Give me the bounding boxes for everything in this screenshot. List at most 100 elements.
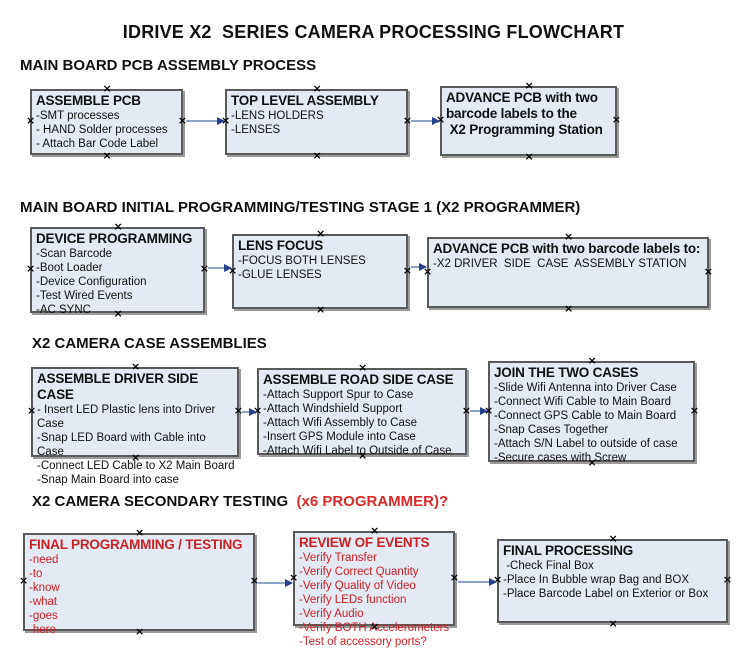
arrowhead-icon <box>432 117 440 125</box>
box-item: -Connect Wifi Cable to Main Board <box>494 396 672 408</box>
process-box-device-programming: × × × × DEVICE PROGRAMMING -Scan Barcode… <box>26 221 209 319</box>
box-item: - Attach Bar Code Label <box>36 138 159 150</box>
box-item: -Verify LEDs function <box>299 594 407 606</box>
arrow-line <box>411 120 432 122</box>
connection-anchor-icon: × <box>689 403 699 417</box>
connection-anchor-icon: × <box>26 114 36 127</box>
connection-anchor-icon: × <box>199 262 209 275</box>
arrow-line <box>458 581 489 583</box>
connection-anchor-icon: × <box>423 264 433 278</box>
box-item: -know <box>29 582 60 594</box>
box-item: -Attach Wifi Assembly to Case <box>263 417 418 429</box>
connection-anchor-icon: × <box>131 360 141 373</box>
connection-anchor-icon: × <box>461 403 471 417</box>
arrow-line <box>186 120 217 122</box>
connector-arrow <box>186 116 225 126</box>
connector-arrow <box>411 262 427 272</box>
box-title: DEVICE PROGRAMMING <box>36 231 193 246</box>
box-item: -Verify Audio <box>299 608 364 620</box>
section-heading-black-part: X2 CAMERA SECONDARY TESTING <box>32 493 293 510</box>
box-item: -GLUE LENSES <box>238 269 322 281</box>
box-item: - HAND Solder processes <box>36 124 168 136</box>
connection-anchor-icon: × <box>316 303 326 316</box>
connection-anchor-icon: × <box>402 114 412 127</box>
connection-anchor-icon: × <box>228 263 238 277</box>
connection-anchor-icon: × <box>722 573 732 586</box>
box-item: -need <box>29 554 59 566</box>
box-item: -to <box>29 568 43 580</box>
connection-anchor-icon: × <box>493 573 503 586</box>
box-item: -SMT processes <box>36 110 120 122</box>
box-item: -what <box>29 596 58 608</box>
connection-anchor-icon: × <box>312 82 322 95</box>
connector-arrow <box>470 406 488 416</box>
box-item: -Verify Correct Quantity <box>299 566 419 578</box>
arrow-line <box>242 411 249 413</box>
process-box-top-level-assembly: × × × × TOP LEVEL ASSEMBLY -LENS HOLDERS… <box>221 83 412 161</box>
box-title: FINAL PROGRAMMING / TESTING <box>29 537 243 552</box>
connection-anchor-icon: × <box>358 361 368 374</box>
connection-anchor-icon: × <box>370 524 380 537</box>
connection-anchor-icon: × <box>587 354 597 367</box>
process-box-advance-pcb-to-programming-station: × × × × ADVANCE PCB with two barcode lab… <box>436 80 621 162</box>
box-item: -Attach Support Spur to Case <box>263 389 414 401</box>
connection-anchor-icon: × <box>703 264 713 278</box>
connector-arrow <box>458 577 497 587</box>
connection-anchor-icon: × <box>233 404 243 417</box>
arrowhead-icon <box>249 408 257 416</box>
section-heading-secondary-testing: X2 CAMERA SECONDARY TESTING (x6 PROGRAMM… <box>32 493 448 510</box>
connection-anchor-icon: × <box>135 526 145 539</box>
connection-anchor-icon: × <box>221 114 231 127</box>
process-box-assemble-pcb: × × × × ASSEMBLE PCB -SMT processes - HA… <box>26 83 187 161</box>
connection-anchor-icon: × <box>608 617 618 630</box>
section-heading-initial-programming: MAIN BOARD INITIAL PROGRAMMING/TESTING S… <box>20 199 581 216</box>
connection-anchor-icon: × <box>289 570 299 584</box>
box-title: ASSEMBLE PCB <box>36 93 141 108</box>
connection-anchor-icon: × <box>253 403 263 417</box>
box-item: -Verify Quality of Video <box>299 580 416 592</box>
connection-anchor-icon: × <box>102 82 112 95</box>
connection-anchor-icon: × <box>436 113 446 126</box>
box-item: -Check Final Box <box>503 560 594 572</box>
connection-anchor-icon: × <box>316 227 326 240</box>
box-item: -Place In Bubble wrap Bag and BOX <box>503 574 690 586</box>
connection-anchor-icon: × <box>402 263 412 277</box>
box-item: -Verify Transfer <box>299 552 377 564</box>
process-box-final-processing: × × × × FINAL PROCESSING -Check Final Bo… <box>493 533 732 629</box>
box-item: -LENS HOLDERS <box>231 110 324 122</box>
connection-anchor-icon: × <box>249 574 259 587</box>
arrowhead-icon <box>489 578 497 586</box>
arrowhead-icon <box>419 263 427 271</box>
box-item: - Insert LED Plastic lens into Driver Ca… <box>37 404 219 430</box>
section-heading-case-assemblies: X2 CAMERA CASE ASSEMBLIES <box>32 335 267 352</box>
box-item: -Snap Cases Together <box>494 424 609 436</box>
box-item: -Attach S/N Label to outside of case <box>494 438 678 450</box>
connection-anchor-icon: × <box>524 150 534 163</box>
box-item: -FOCUS BOTH LENSES <box>238 255 366 267</box>
arrowhead-icon <box>480 407 488 415</box>
section-heading-pcb-assembly: MAIN BOARD PCB ASSEMBLY PROCESS <box>20 57 317 74</box>
connector-arrow <box>208 263 232 273</box>
box-item: -Attach Wifi Label to Outside of Case <box>263 445 452 457</box>
box-item: -Connect GPS Cable to Main Board <box>494 410 677 422</box>
box-title: JOIN THE TWO CASES <box>494 365 639 380</box>
process-box-assemble-driver-side-case: × × × × ASSEMBLE DRIVER SIDE CASE - Inse… <box>27 361 243 486</box>
process-box-join-the-two-cases: × × × × JOIN THE TWO CASES -Slide Wifi A… <box>484 355 699 468</box>
connection-anchor-icon: × <box>587 456 597 469</box>
connection-anchor-icon: × <box>611 113 621 126</box>
box-item: -Test of accessory ports? <box>299 636 427 648</box>
arrow-line <box>208 267 224 269</box>
connection-anchor-icon: × <box>131 451 141 464</box>
arrow-line <box>258 582 285 584</box>
box-title: LENS FOCUS <box>238 238 324 253</box>
box-item: -Secure cases with Screw <box>494 452 627 464</box>
box-item: -Verify BOTH Accelerometers <box>299 622 450 634</box>
box-title: TOP LEVEL ASSEMBLY <box>231 93 379 108</box>
arrowhead-icon <box>217 117 225 125</box>
flowchart-title: IDRIVE X2 SERIES CAMERA PROCESSING FLOWC… <box>122 22 625 42</box>
box-title: FINAL PROCESSING <box>503 543 634 558</box>
arrow-line <box>470 410 480 412</box>
connection-anchor-icon: × <box>564 302 574 315</box>
connector-arrow <box>411 116 440 126</box>
